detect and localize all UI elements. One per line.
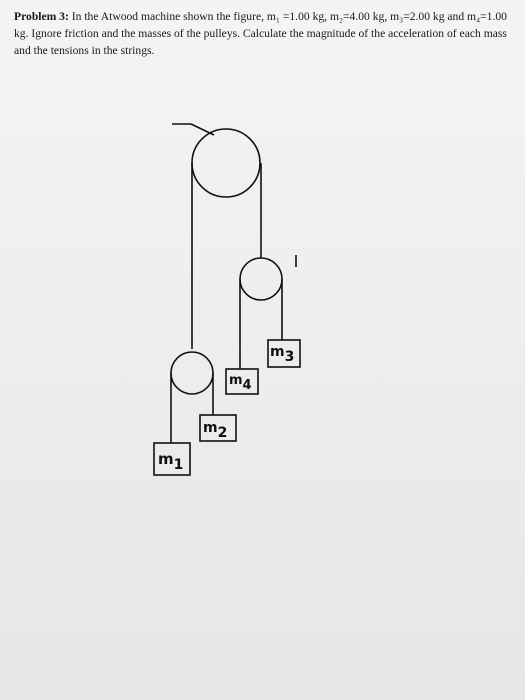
left-pulley: [170, 351, 214, 395]
mass-label-m3: m3: [270, 344, 294, 365]
mass-box-m2: [199, 414, 237, 442]
problem-label: Problem 3:: [14, 10, 69, 23]
mass-box-m1: [153, 442, 191, 476]
problem-text: In the Atwood machine shown the figure, …: [14, 10, 507, 57]
mass-box-m3: [267, 339, 301, 368]
right-pulley: [239, 257, 283, 301]
mass-label-m4: m4: [229, 373, 252, 393]
mass-box-m4: [225, 368, 259, 395]
top-pulley: [191, 128, 261, 198]
problem-statement: Problem 3: In the Atwood machine shown t…: [14, 8, 514, 59]
mass-label-m2: m2: [203, 420, 227, 441]
mass-label-m1: m1: [158, 450, 183, 473]
